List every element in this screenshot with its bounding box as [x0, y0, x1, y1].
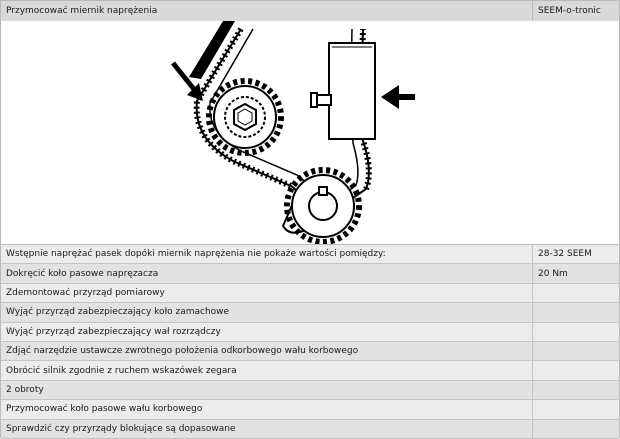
- belt-teeth-right: [357, 28, 372, 191]
- header-tool: SEEM-o-tronic: [538, 6, 601, 16]
- belt-teeth-left: [193, 27, 293, 189]
- tension-gauge: [310, 42, 376, 140]
- step-text: Wyjąć przyrząd zabezpieczający wał rozrz…: [1, 322, 533, 341]
- step-value: [533, 381, 619, 399]
- table-row: Zdemontować przyrząd pomiarowy: [1, 283, 619, 304]
- step-value: [533, 323, 619, 341]
- step-value: [533, 400, 619, 418]
- tensioner-pulley: [206, 78, 284, 156]
- steps-table: Wstępnie naprężać pasek dopóki miernik n…: [1, 245, 619, 439]
- arrow-left-icon: [171, 61, 203, 101]
- table-row: Wyjąć przyrząd zabezpieczający koło zama…: [1, 303, 619, 323]
- step-value: [533, 303, 619, 321]
- table-row: Przymocować koło pasowe wału korbowego: [1, 400, 619, 420]
- tension-diagram: [1, 21, 619, 245]
- table-row: Wstępnie naprężać pasek dopóki miernik n…: [1, 245, 619, 265]
- header-title: Przymocować miernik naprężenia: [1, 1, 533, 21]
- table-row: Obrócić silnik zgodnie z ruchem wskazówe…: [1, 361, 619, 381]
- step-text: Sprawdzić czy przyrządy blokujące są dop…: [1, 419, 533, 438]
- hex-bolt-icon: [233, 102, 257, 132]
- step-value: 28-32 SEEM: [538, 249, 592, 260]
- table-row: Zdjąć narzędzie ustawcze zwrotnego położ…: [1, 341, 619, 362]
- step-value: [533, 420, 619, 438]
- step-text: Przymocować koło pasowe wału korbowego: [1, 400, 533, 419]
- table-row: Wyjąć przyrząd zabezpieczający wał rozrz…: [1, 322, 619, 342]
- arrow-right-icon: [381, 85, 415, 109]
- step-text: 2 obroty: [1, 380, 533, 400]
- step-value: 20 Nm: [538, 268, 568, 279]
- belt-tensioner-illustration: [171, 21, 415, 245]
- header-row: Przymocować miernik naprężenia SEEM-o-tr…: [1, 1, 619, 22]
- step-text: Dokręcić koło pasowe napręzacza: [1, 264, 533, 283]
- table-row: Dokręcić koło pasowe napręzacza 20 Nm: [1, 264, 619, 284]
- step-text: Obrócić silnik zgodnie z ruchem wskazówe…: [1, 361, 533, 380]
- step-value: [533, 361, 619, 379]
- step-value: [533, 342, 619, 360]
- step-value: [533, 284, 619, 302]
- crankshaft-pulley: [284, 167, 362, 245]
- step-text: Zdemontować przyrząd pomiarowy: [1, 283, 533, 303]
- gauge-arm: [189, 21, 235, 79]
- step-text: Zdjąć narzędzie ustawcze zwrotnego położ…: [1, 341, 533, 361]
- step-text: Wstępnie naprężać pasek dopóki miernik n…: [1, 245, 533, 264]
- table-row: 2 obroty: [1, 380, 619, 401]
- table-row: Sprawdzić czy przyrządy blokujące są dop…: [1, 419, 619, 439]
- step-text: Wyjąć przyrząd zabezpieczający koło zama…: [1, 303, 533, 322]
